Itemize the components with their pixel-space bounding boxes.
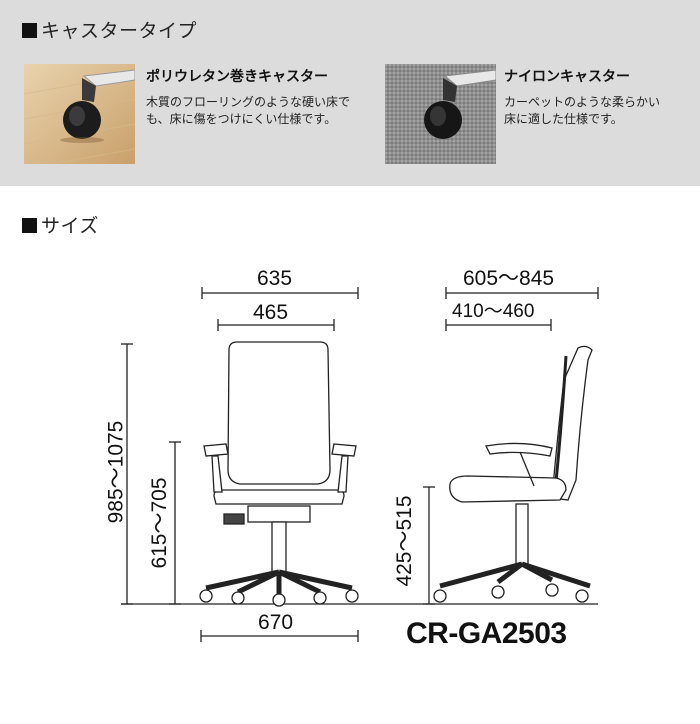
size-heading: サイズ (22, 211, 99, 238)
square-bullet-icon (22, 218, 37, 233)
square-bullet-icon (22, 23, 37, 38)
size-title: サイズ (41, 215, 99, 237)
caster-type-section: キャスタータイプ ポリウレタン巻きキャスター 木質のフローリングのような硬い床で… (0, 0, 700, 186)
front-view-chair (199, 341, 359, 607)
model-number: CR-GA2503 (406, 617, 567, 650)
nylon-caster-name: ナイロンキャスター (504, 69, 630, 85)
polyurethane-caster-description: 木質のフローリングのような硬い床でも、床に傷をつけにくい仕様です。 (146, 95, 351, 126)
side-overall-depth-label: 605～845 (463, 267, 555, 290)
side-seat-depth-label: 410～460 (452, 301, 535, 322)
overall-height-label: 985～1075 (104, 420, 128, 524)
polyurethane-caster-name: ポリウレタン巻きキャスター (146, 69, 328, 85)
front-overall-width-label: 635 (257, 267, 293, 290)
polyurethane-caster-photo (24, 64, 135, 164)
front-base-width-label: 670 (258, 611, 294, 634)
caster-type-title: キャスタータイプ (41, 20, 198, 42)
nylon-caster-photo (385, 64, 496, 164)
caster-type-heading: キャスタータイプ (22, 16, 197, 43)
side-view-chair (433, 345, 593, 603)
armrest-height-label: 615～705 (148, 477, 171, 569)
seat-height-label: 425～515 (393, 495, 416, 587)
nylon-caster-description: カーペットのような柔らかい床に適した仕様です。 (504, 95, 661, 126)
front-seat-width-label: 465 (253, 301, 289, 324)
